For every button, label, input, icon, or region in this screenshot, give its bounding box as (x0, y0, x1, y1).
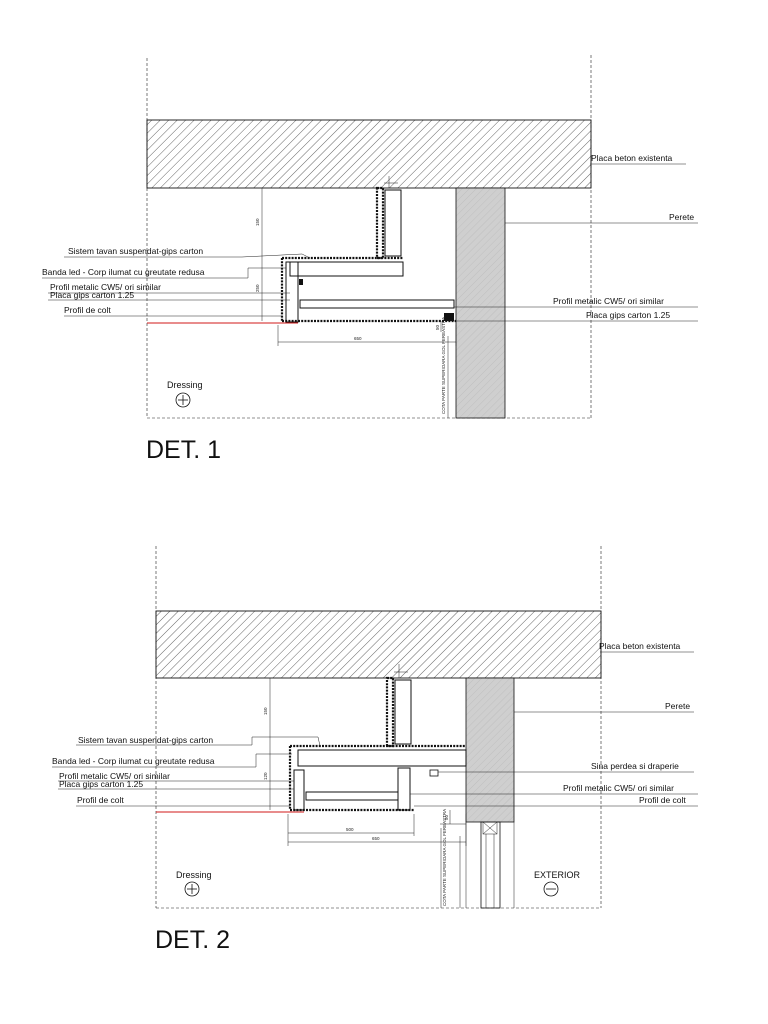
label-sina-perdea: Sina perdea si draperie (591, 761, 679, 771)
dim-width-outer: 650 (372, 836, 380, 841)
label-profil-metalic-right: Profil metalic CW5/ ori similar (553, 296, 664, 306)
room-label-dressing: Dressing (176, 870, 212, 880)
detail-title-2: DET. 2 (155, 926, 230, 954)
dimension-lines (269, 678, 467, 908)
dimension-lines (261, 188, 457, 418)
label-perete: Perete (665, 701, 690, 711)
plus-circle-icon (175, 392, 191, 408)
dim-small: 50 (435, 324, 440, 330)
label-profil-metalic-left: Profil metalic CW5/ ori similar (50, 282, 161, 292)
label-profil-metalic-left: Profil metalic CW5/ ori similar (59, 771, 170, 781)
label-placa-beton: Placa beton existenta (599, 641, 681, 651)
ceiling-profiles (280, 176, 456, 323)
ceiling-profiles (288, 664, 467, 812)
label-placa-gips-left: Placa gips carton 1.25 (50, 290, 134, 300)
dim-width: 650 (354, 336, 362, 341)
detail-title-1: DET. 1 (146, 436, 221, 464)
dim-height-mid: 120 (263, 772, 268, 780)
label-placa-gips-right: Placa gips carton 1.25 (586, 310, 670, 320)
dim-height-top: 150 (263, 707, 268, 715)
label-profil-colt-left: Profil de colt (64, 305, 111, 315)
label-placa-gips-left: Placa gips carton 1.25 (59, 779, 143, 789)
label-placa-beton: Placa beton existenta (591, 153, 673, 163)
leaders-right (410, 651, 698, 807)
wall-section (455, 187, 506, 419)
dim-height-top: 150 (255, 218, 260, 226)
room-label-dressing: Dressing (167, 380, 203, 390)
wall-section (465, 677, 515, 823)
label-profil-metalic-right: Profil metalic CW5/ ori similar (563, 783, 674, 793)
minus-circle-icon (543, 881, 559, 897)
leaders-right (454, 163, 698, 322)
label-profil-colt-left: Profil de colt (77, 795, 124, 805)
label-perete: Perete (669, 212, 694, 222)
wall-note: COTA PARTE SUPERIOARA GOL FEREASTRA (442, 809, 447, 906)
detail-2: 500 650 150 120 50 COTA PARTE SUPERIOARA… (52, 546, 698, 954)
detail-1: 650 150 250 50 COTA PARTE SUPERIOARA GOL… (42, 55, 698, 464)
label-profil-colt-right: Profil de colt (639, 795, 686, 805)
concrete-slab (155, 610, 602, 679)
wall-note: COTA PARTE SUPERIOARA GOL FEREASTRA (441, 317, 446, 414)
label-banda-led: Banda led - Corp ilumat cu greutate redu… (42, 267, 205, 277)
room-label-exterior: EXTERIOR (534, 870, 581, 880)
leaders-left (52, 736, 321, 807)
leaders-left (42, 253, 311, 317)
label-sistem-tavan: Sistem tavan suspendat-gips carton (78, 735, 213, 745)
dim-height-mid: 250 (255, 284, 260, 292)
plus-circle-icon (184, 881, 200, 897)
dim-small: 50 (444, 814, 449, 820)
window-opening (465, 821, 515, 909)
label-sistem-tavan: Sistem tavan suspendat-gips carton (68, 246, 203, 256)
label-banda-led: Banda led - Corp ilumat cu greutate redu… (52, 756, 215, 766)
dim-width-inner: 500 (346, 827, 354, 832)
concrete-slab (146, 119, 592, 189)
